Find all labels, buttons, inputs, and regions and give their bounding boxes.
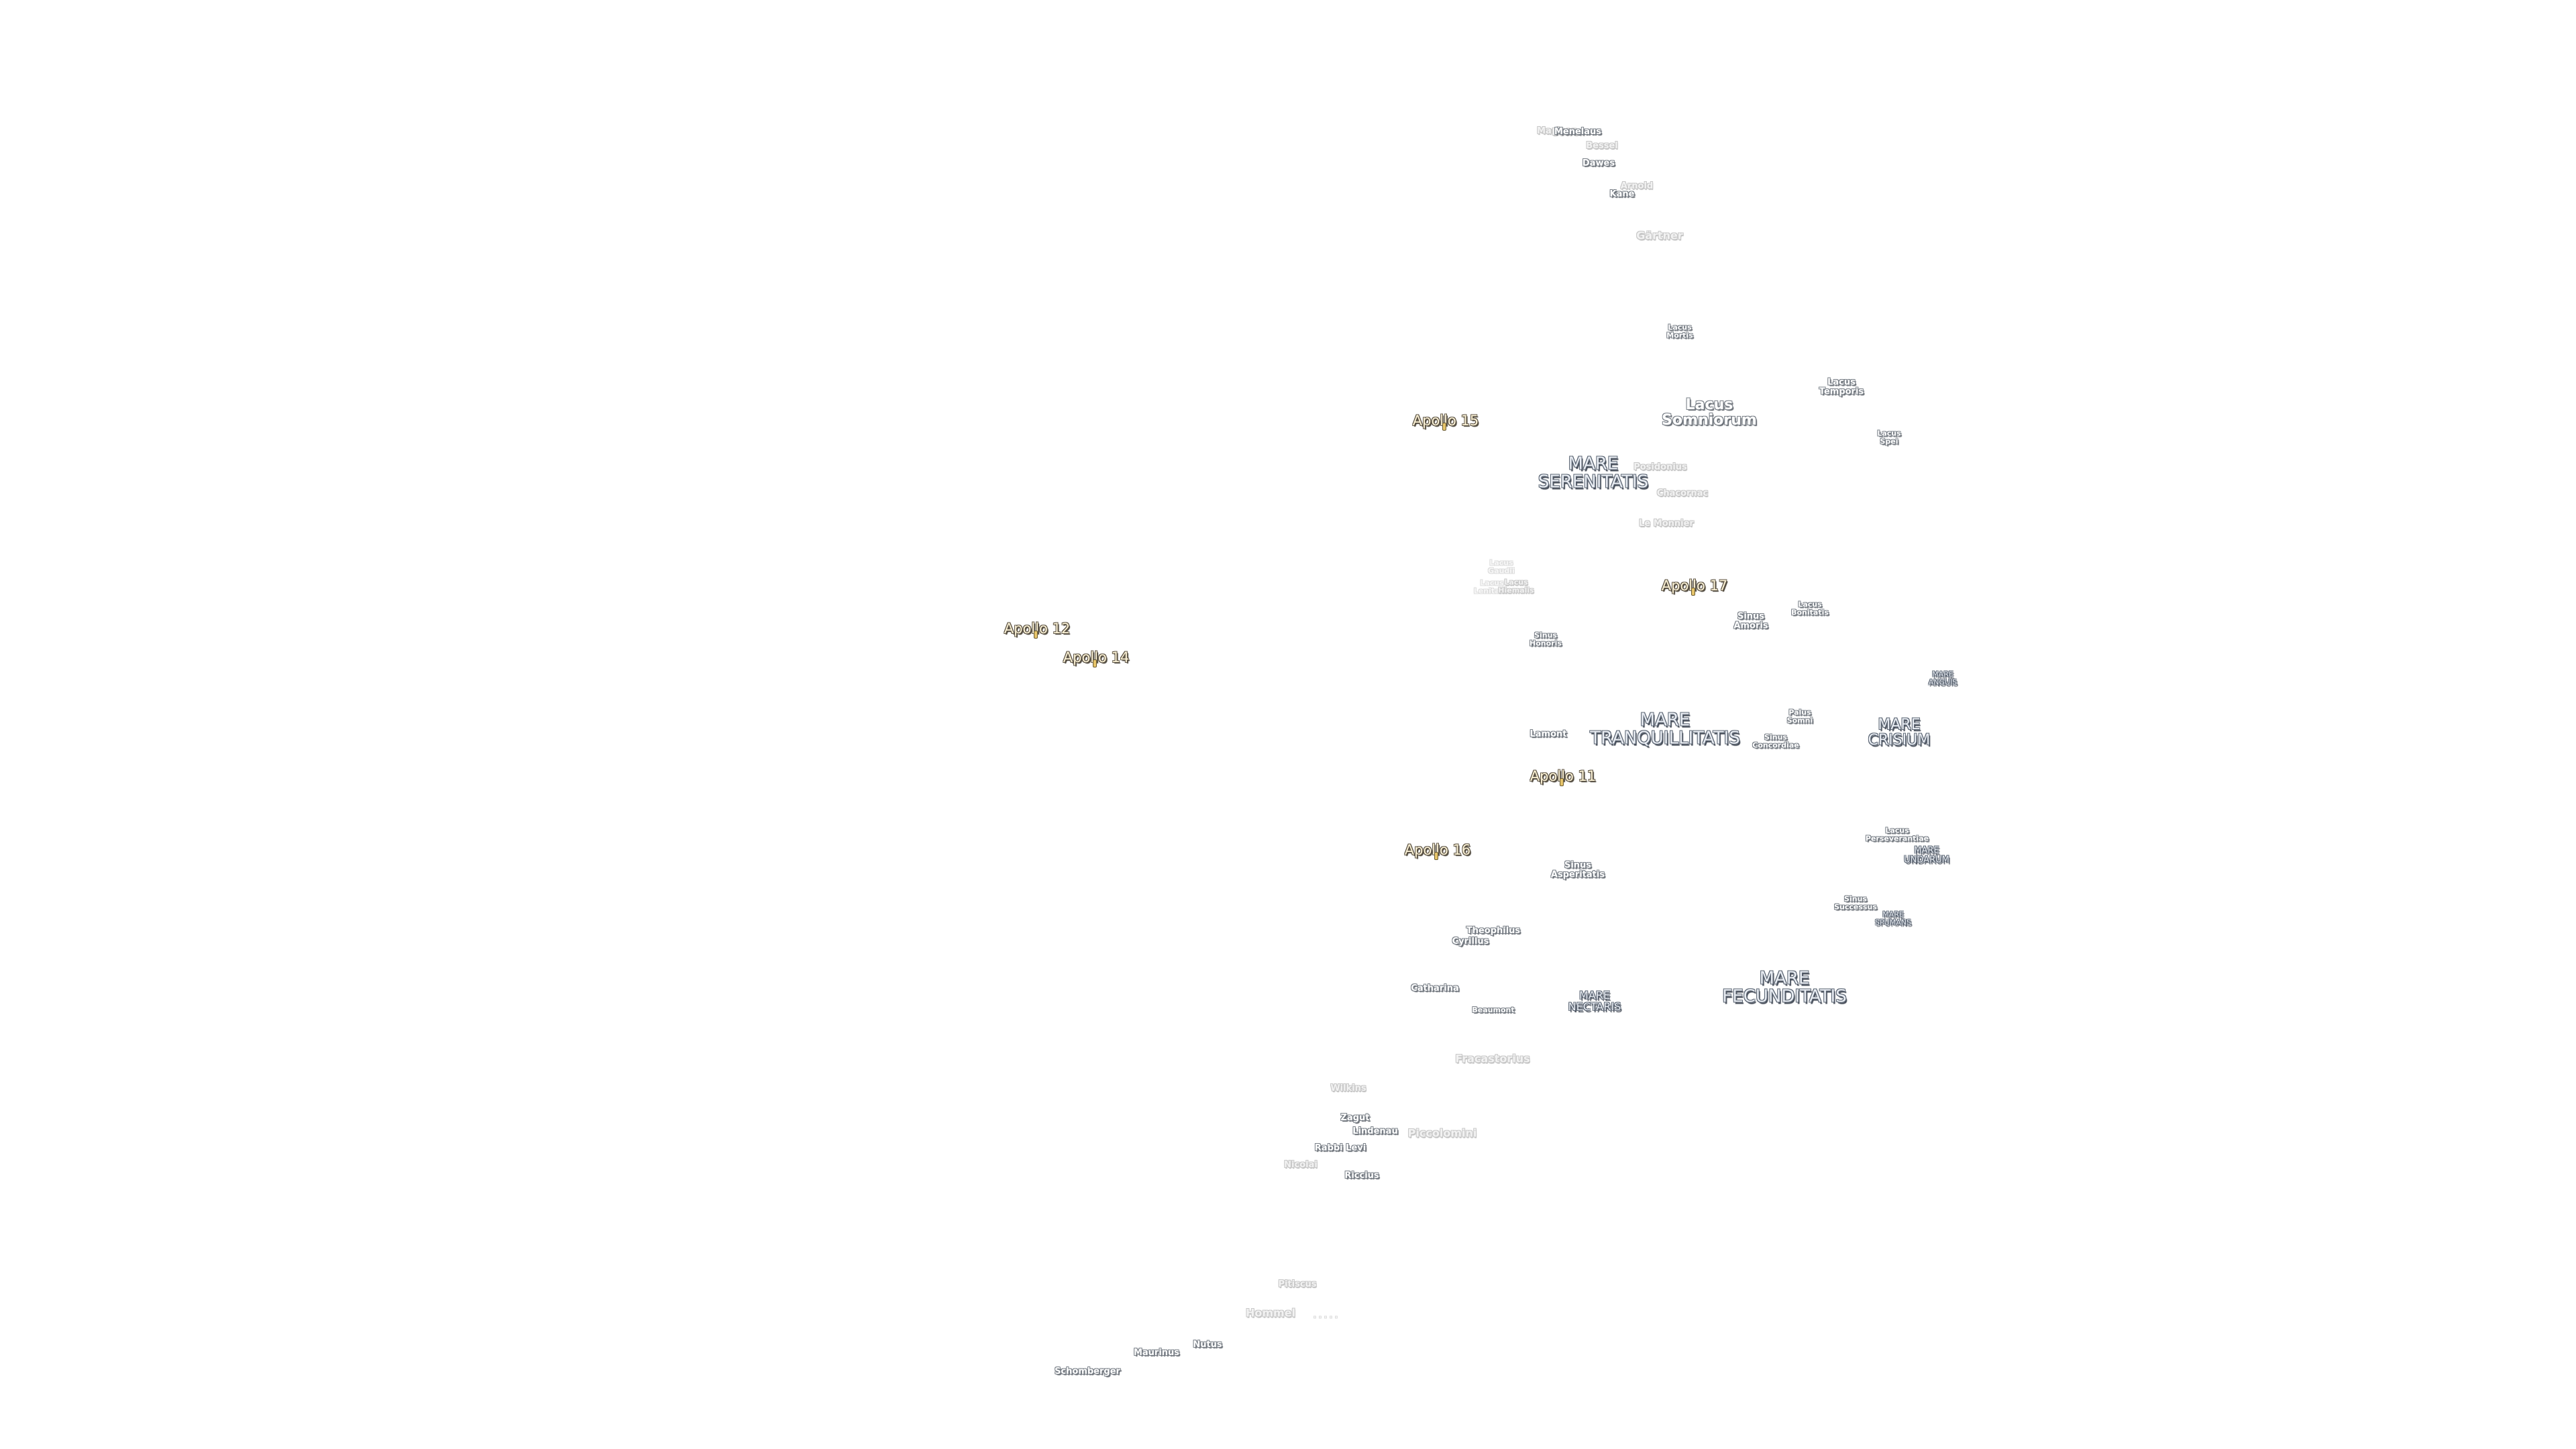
map-label-hommel-unlabeled[interactable]: · · · · · (1313, 1313, 1338, 1322)
map-label-mare-spumans[interactable]: MARE SPUMANS (1875, 910, 1911, 926)
map-label-mare-undarum[interactable]: MARE UNDARUM (1904, 845, 1949, 865)
map-label-gartner[interactable]: Gärtner (1636, 229, 1683, 242)
landing-site-marker-icon[interactable] (1034, 631, 1037, 638)
landing-site-marker-icon[interactable] (1692, 588, 1695, 595)
map-label-kane[interactable]: Kane (1609, 189, 1635, 200)
map-label-lacus-gaudii[interactable]: Lacus Gaudii (1488, 558, 1515, 575)
map-label-lacus-lenitatis[interactable]: Lacus Lenitatis (1473, 578, 1511, 595)
map-label-bowen[interactable]: Bowen (1552, 127, 1585, 138)
map-label-nicolai[interactable]: Nicolai (1284, 1160, 1318, 1171)
map-label-sinus-successus[interactable]: Sinus Successus (1834, 894, 1877, 911)
map-label-nutus[interactable]: Nutus (1193, 1340, 1222, 1350)
landing-site-marker-icon[interactable] (1093, 660, 1096, 667)
map-label-pitiscus[interactable]: Pitiscus (1278, 1279, 1317, 1290)
map-label-lacus-perseverantiae[interactable]: Lacus Perseverantiae (1865, 826, 1929, 843)
map-label-lacus-temporis[interactable]: Lacus Temporis (1819, 377, 1864, 396)
map-label-cyrillus[interactable]: Cyrillus (1452, 936, 1489, 947)
map-label-lacus-bonitatis[interactable]: Lacus Bonitatis (1791, 600, 1829, 616)
map-label-wilkins[interactable]: Wilkins (1330, 1083, 1366, 1094)
map-label-lacus-spei[interactable]: Lacus Spei (1877, 429, 1901, 445)
map-label-chacornac[interactable]: Chacornac (1656, 488, 1709, 499)
landing-site-label-apollo-11[interactable]: Apollo 11 (1529, 767, 1597, 784)
map-label-mare-fecunditatis[interactable]: MARE FECUNDITATIS (1722, 968, 1847, 1007)
map-label-zagut[interactable]: Zagut (1340, 1113, 1370, 1124)
map-label-mare-anguis[interactable]: MARE ANGUIS (1928, 669, 1957, 686)
map-label-lacus-mortis[interactable]: Lacus Mortis (1666, 323, 1693, 339)
map-label-fracastorius[interactable]: Fracastorius (1455, 1052, 1530, 1065)
map-label-lacus-hiemalis[interactable]: Lacus Hiemalis (1498, 578, 1534, 594)
map-label-rabbi-levi[interactable]: Rabbi Levi (1314, 1143, 1366, 1154)
map-label-riccius[interactable]: Riccius (1344, 1171, 1379, 1181)
map-label-mare-tranquillitatis[interactable]: MARE TRANQUILLITATIS (1590, 710, 1740, 749)
landing-site-label-apollo-15[interactable]: Apollo 15 (1412, 412, 1479, 429)
map-label-lindenau[interactable]: Lindenau (1352, 1126, 1398, 1137)
map-label-lacus-somniorum[interactable]: Lacus Somniorum (1662, 396, 1757, 429)
map-label-piccolomini[interactable]: Piccolomini (1407, 1126, 1477, 1140)
map-label-posidonius[interactable]: Posidonius (1633, 462, 1687, 473)
map-label-sinus-concordiae[interactable]: Sinus Concordiae (1752, 733, 1799, 749)
landing-site-marker-icon[interactable] (1435, 853, 1438, 859)
map-label-catharina[interactable]: Catharina (1411, 983, 1459, 994)
map-label-maurinus[interactable]: Maurinus (1133, 1348, 1180, 1358)
landing-site-label-apollo-17[interactable]: Apollo 17 (1661, 577, 1728, 594)
map-label-theophilus[interactable]: Theophilus (1466, 926, 1521, 936)
map-label-beaumont[interactable]: Beaumont (1472, 1006, 1515, 1015)
map-label-arnold[interactable]: Arnold (1620, 181, 1654, 192)
map-label-menelaus[interactable]: Menelaus (1554, 127, 1602, 138)
map-label-sinus-asperitatis[interactable]: Sinus Asperitatis (1550, 860, 1605, 879)
landing-site-marker-icon[interactable] (1560, 779, 1563, 786)
map-label-hommel[interactable]: Hommel (1245, 1306, 1296, 1320)
map-label-le-monnier[interactable]: Le Monnier (1639, 519, 1694, 529)
landing-site-label-apollo-14[interactable]: Apollo 14 (1063, 649, 1130, 665)
map-label-mare-serenitatis[interactable]: MARE SERENITATIS (1538, 453, 1649, 492)
map-label-sinus-amoris[interactable]: Sinus Amoris (1733, 611, 1768, 631)
map-label-palus-somni[interactable]: Palus Somni (1786, 708, 1813, 724)
landing-site-marker-icon[interactable] (1443, 423, 1446, 430)
map-label-sinus-honoris[interactable]: Sinus Honoris (1529, 631, 1562, 647)
landing-site-label-apollo-12[interactable]: Apollo 12 (1004, 620, 1071, 637)
map-label-maclear[interactable]: Maclear (1537, 126, 1576, 137)
landing-site-label-apollo-16[interactable]: Apollo 16 (1404, 841, 1471, 858)
map-label-dawes[interactable]: Dawes (1582, 158, 1615, 169)
map-label-lamont[interactable]: Lamont (1529, 729, 1567, 740)
map-label-mare-crisium[interactable]: MARE CRISIUM (1868, 716, 1931, 749)
map-label-schomberger[interactable]: Schomberger (1055, 1366, 1120, 1377)
map-label-bessel[interactable]: Bessel (1586, 141, 1618, 152)
map-label-mare-nectaris[interactable]: MARE NECTARIS (1568, 989, 1621, 1013)
